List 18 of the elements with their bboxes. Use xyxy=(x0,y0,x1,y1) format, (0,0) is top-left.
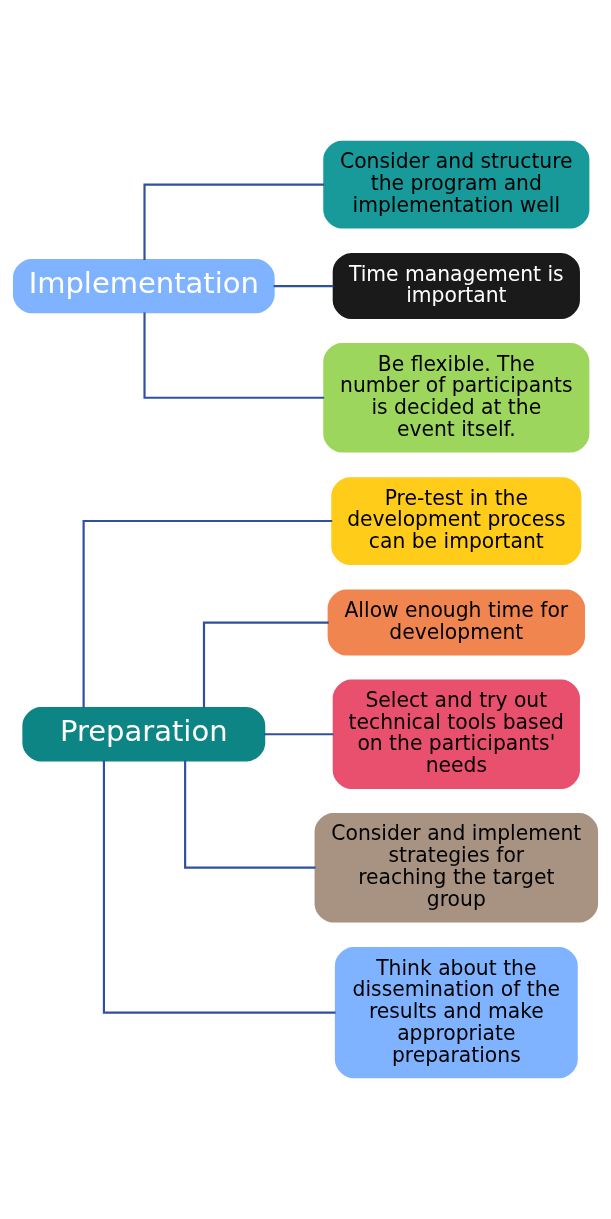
connector xyxy=(202,621,329,708)
connector xyxy=(143,312,325,399)
node-box: Pre-test in the development process can be important xyxy=(331,477,582,565)
node-box: Preparation xyxy=(22,707,266,762)
connector xyxy=(102,760,336,1014)
node-box: Consider and implement strategies for reaching the target group xyxy=(314,812,599,923)
connector xyxy=(82,519,333,709)
node-box: Be flexible. The number of participants is decided at the event itself. xyxy=(323,343,590,453)
node-box: Allow enough time for development xyxy=(327,589,586,656)
node-box: Consider and structure the program and implementation well xyxy=(323,140,590,229)
connector xyxy=(143,183,325,260)
node-box: Think about the dissemination of the results and make appropriate preparations xyxy=(334,947,578,1079)
connector xyxy=(273,285,334,288)
connector xyxy=(184,760,316,869)
node-box: Select and try out technical tools based on the participants' needs xyxy=(332,679,580,789)
node-box: Implementation xyxy=(12,258,275,314)
connector xyxy=(264,733,334,736)
node-box: Time management is important xyxy=(332,253,580,320)
